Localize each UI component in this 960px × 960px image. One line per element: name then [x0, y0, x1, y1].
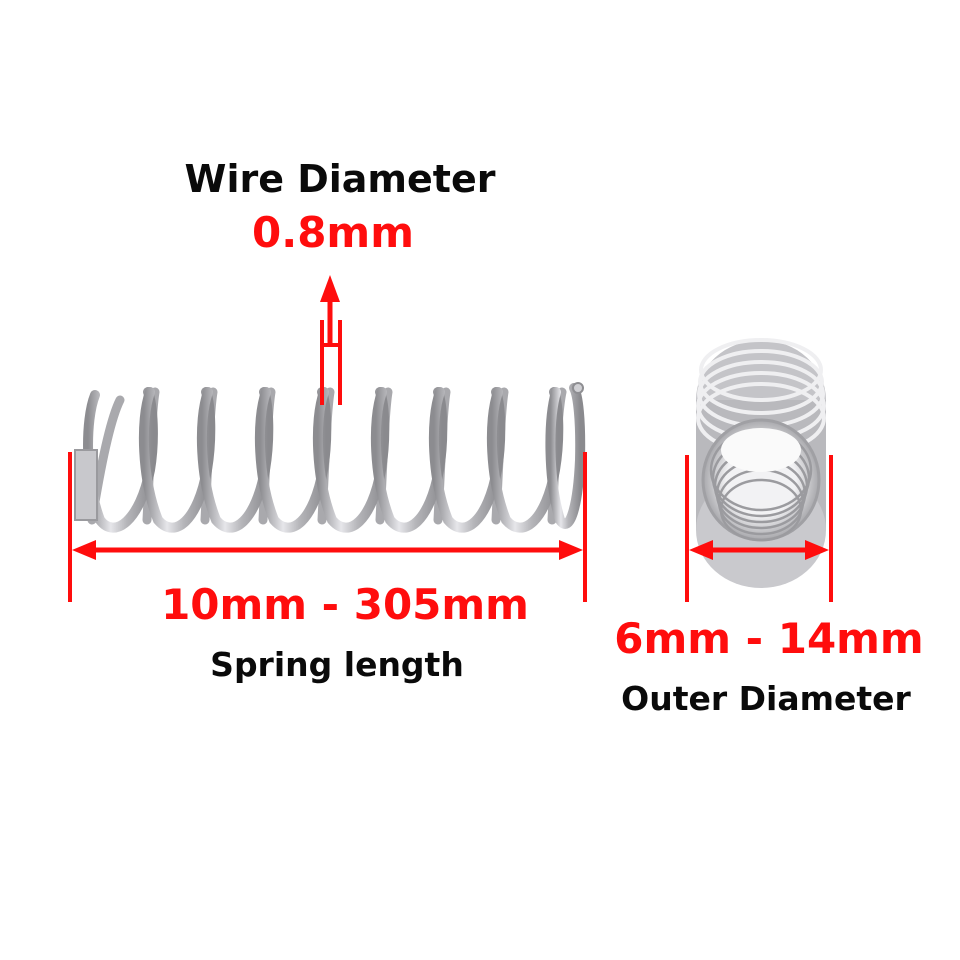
wire-diameter-arrow-icon [320, 275, 342, 405]
outer-diameter-dimension-icon [685, 455, 833, 602]
spring-length-dimension-icon [68, 452, 587, 602]
outer-diameter-value: 6mm - 14mm [614, 614, 924, 663]
long-spring-image [74, 382, 586, 533]
short-spring-image [696, 338, 826, 588]
spring-length-title: Spring length [210, 645, 464, 684]
wire-diameter-title: Wire Diameter [184, 157, 496, 201]
wire-diameter-value: 0.8mm [252, 208, 414, 257]
spring-length-value: 10mm - 305mm [161, 580, 529, 629]
outer-diameter-title: Outer Diameter [621, 679, 911, 718]
